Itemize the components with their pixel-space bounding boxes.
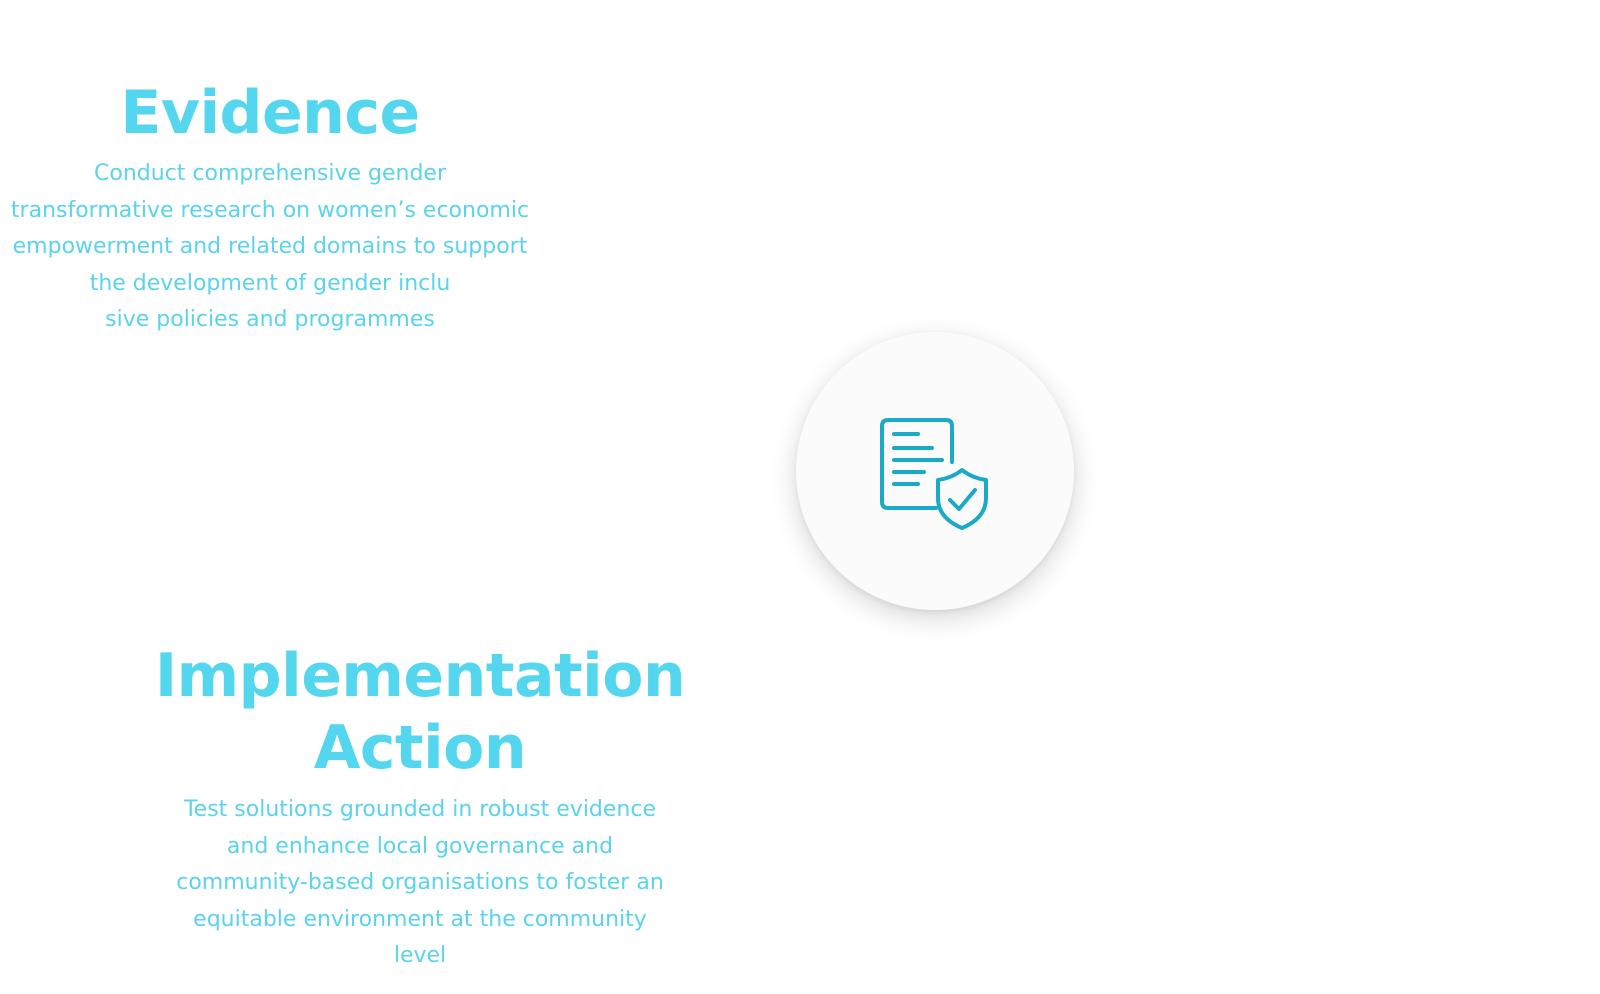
- evidence-line: Conduct comprehensive gender: [94, 161, 446, 186]
- implementation-line: Test solutions grounded in robust eviden…: [183, 797, 657, 822]
- evidence-line: empowerment and related domains to suppo…: [12, 234, 528, 259]
- evidence-title: Evidence: [120, 78, 420, 148]
- document-shield-check-icon: [880, 418, 988, 530]
- implementation-title-line1: Implementation: [154, 641, 686, 711]
- implementation-description: Test solutions grounded in robust eviden…: [140, 792, 700, 975]
- implementation-title: Implementation Action: [140, 640, 700, 784]
- implementation-section: Implementation Action Test solutions gro…: [140, 640, 700, 975]
- evidence-line: transformative research on women’s econo…: [10, 197, 530, 223]
- icon-circle: [796, 332, 1074, 610]
- implementation-line: equitable environment at the community: [193, 906, 647, 932]
- implementation-line: community-based organisations to foster …: [176, 870, 664, 895]
- evidence-line: the development of gender inclu: [89, 270, 451, 296]
- evidence-description: Conduct comprehensive gender transformat…: [0, 156, 540, 339]
- implementation-line: and enhance local governance and: [226, 833, 614, 859]
- implementation-title-line2: Action: [313, 713, 527, 783]
- implementation-line: level: [393, 943, 447, 968]
- evidence-line: sive policies and programmes: [105, 307, 435, 332]
- evidence-section: Evidence Conduct comprehensive gender tr…: [0, 78, 540, 339]
